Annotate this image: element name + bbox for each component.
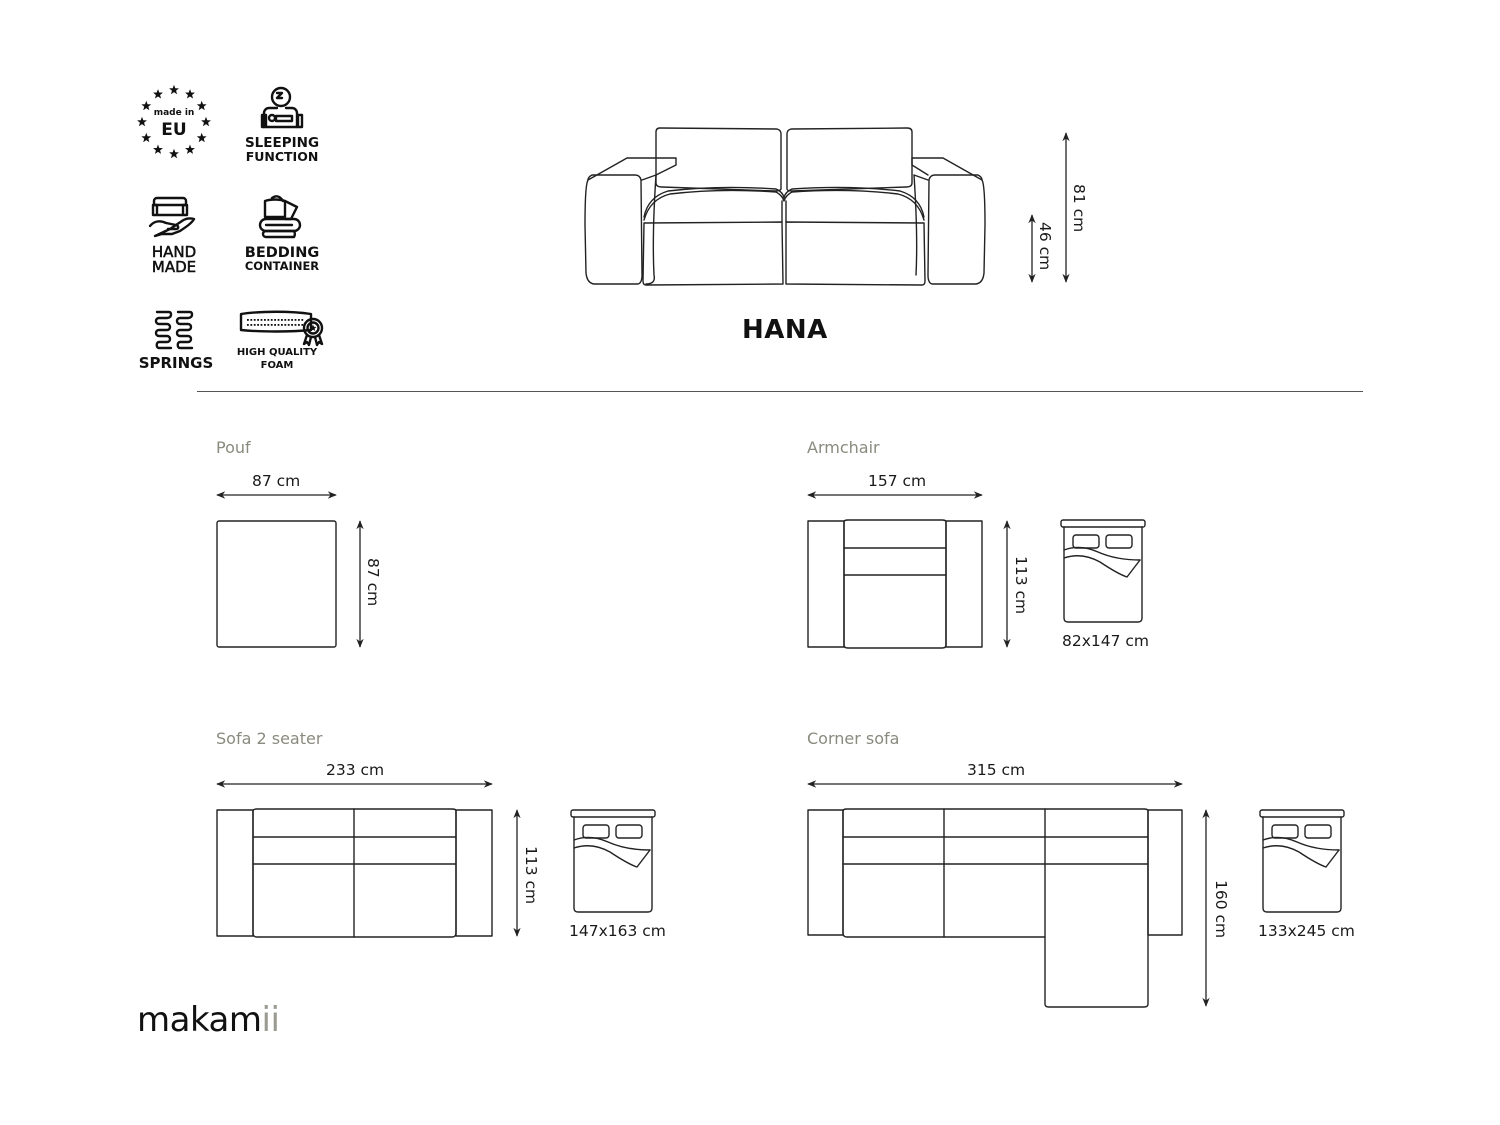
variant-label: Armchair [807, 438, 880, 457]
made-in-eu-icon: made in EU [137, 84, 211, 159]
springs-icon [154, 310, 194, 350]
hand-made-icon [148, 196, 196, 238]
bedding-container-label: BEDDING CONTAINER [244, 245, 320, 273]
bed-size: 147x163 cm [569, 922, 666, 940]
depth-dimension: 160 cm [1212, 880, 1230, 939]
depth-dimension: 113 cm [522, 846, 540, 905]
brand-logo: makamii [137, 1000, 280, 1040]
springs-label: SPRINGS [138, 354, 214, 372]
width-dimension: 157 cm [868, 472, 927, 490]
bed-size: 133x245 cm [1258, 922, 1355, 940]
seat-height-label: 46 cm [1036, 222, 1054, 271]
variant-label: Corner sofa [807, 729, 900, 748]
width-dimension: 315 cm [967, 761, 1026, 779]
total-height-label: 81 cm [1070, 184, 1088, 233]
width-dimension: 233 cm [326, 761, 385, 779]
bed-icon [1259, 809, 1345, 913]
svg-text:made in: made in [154, 108, 195, 118]
product-name: HANA [742, 315, 828, 345]
width-dimension: 87 cm [252, 472, 301, 490]
sleeping-function-icon [260, 86, 304, 129]
sofa-2-seater-top-view [216, 780, 521, 938]
hand-made-label: HAND MADE [151, 243, 197, 277]
depth-dimension: 113 cm [1012, 556, 1030, 615]
sleeping-function-label: SLEEPING FUNCTION [244, 135, 320, 164]
corner-sofa-top-view [807, 780, 1210, 1008]
armchair-top-view [807, 491, 1011, 649]
high-quality-foam-icon [239, 310, 324, 347]
bed-icon [570, 809, 656, 913]
bed-icon [1060, 519, 1146, 623]
variant-label: Pouf [216, 438, 251, 457]
pouf-top-view [216, 491, 364, 648]
section-divider [197, 391, 1363, 392]
sofa-front-view-drawing [584, 127, 986, 286]
height-dimension-arrows [1028, 132, 1070, 283]
bedding-container-icon [258, 195, 302, 239]
bed-size: 82x147 cm [1062, 632, 1150, 650]
variant-label: Sofa 2 seater [216, 729, 323, 748]
depth-dimension: 87 cm [364, 558, 382, 607]
high-quality-foam-label: HIGH QUALITY FOAM [236, 347, 318, 372]
svg-text:EU: EU [161, 120, 186, 140]
